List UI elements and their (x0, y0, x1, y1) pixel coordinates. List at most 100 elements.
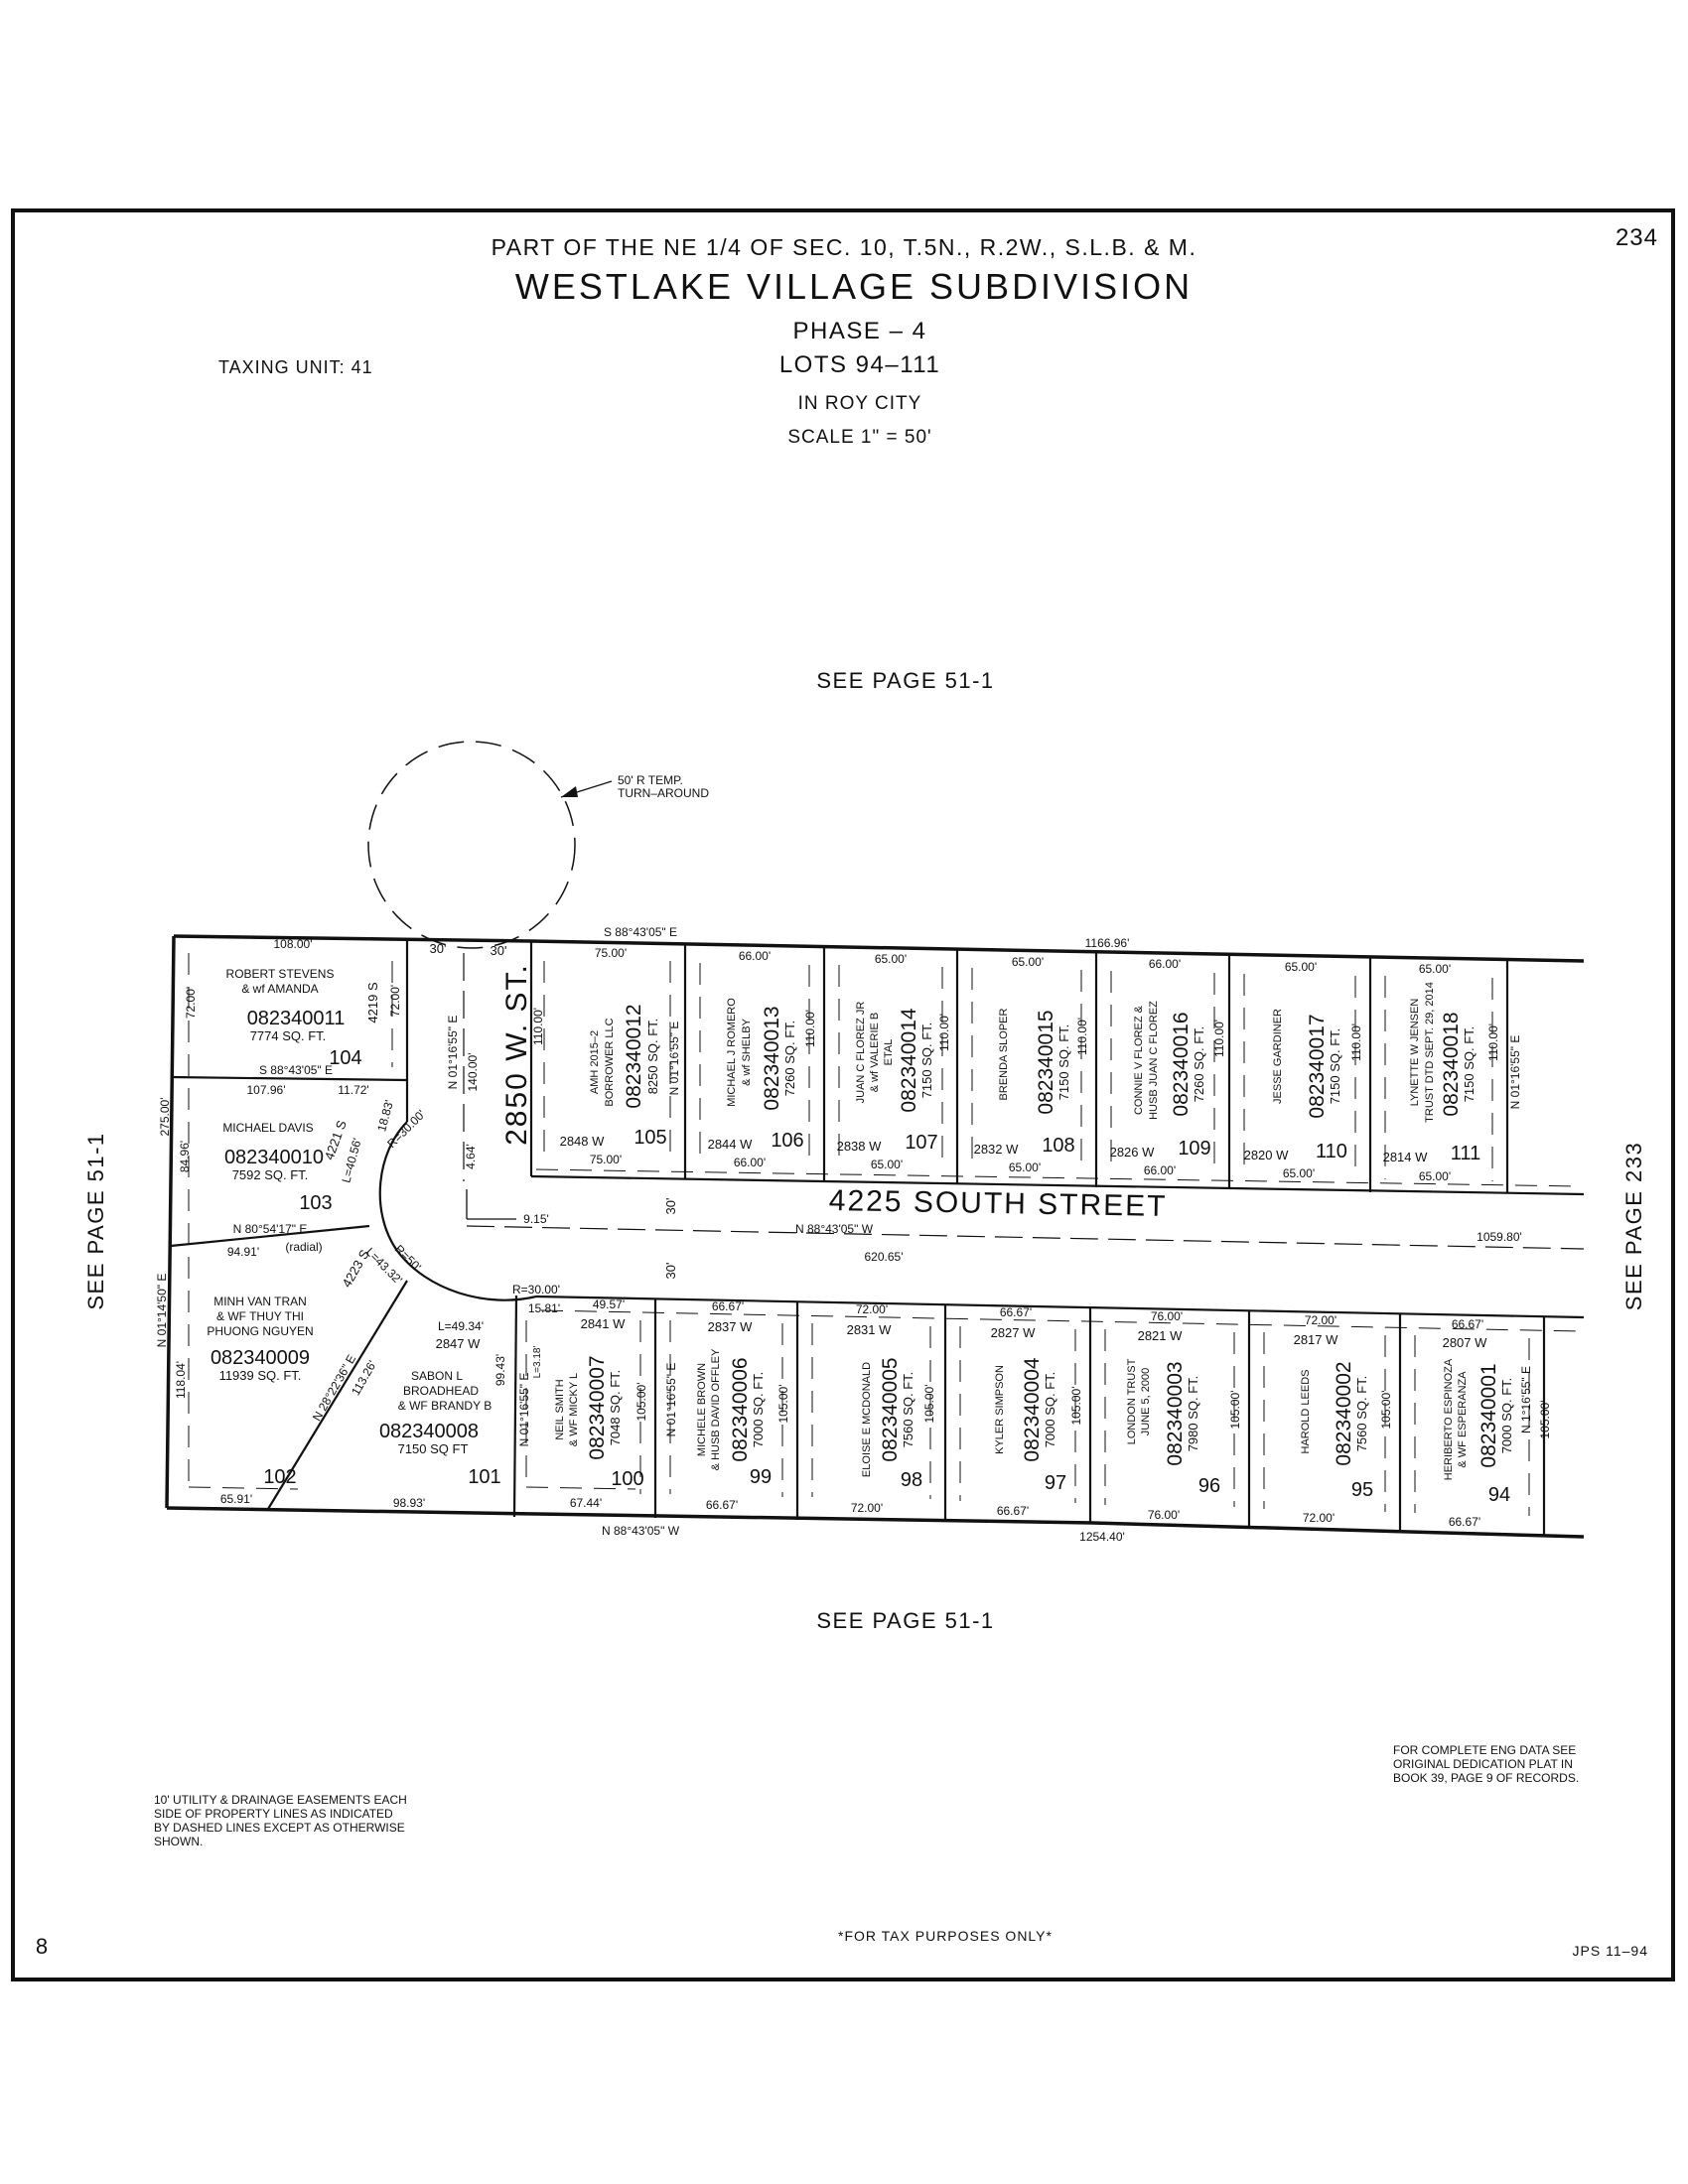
lot-103-owner: MICHAEL DAVIS (222, 1121, 313, 1135)
lot-110-address: 2820 W (1244, 1148, 1290, 1162)
lot-97-depth: 105.00' (1069, 1387, 1083, 1426)
north-total-dim: 1166.96' (1085, 936, 1130, 950)
lot-105-bearing: N 01°16'55" E (667, 1022, 681, 1096)
lot-96-address: 2821 W (1138, 1328, 1184, 1343)
lot-96[interactable]: LONDON TRUST JUNE 5, 2000 082340003 7980… (1126, 1309, 1242, 1522)
lot-111-parcel: 082340018 (1440, 1012, 1463, 1116)
subdivision-title: WESTLAKE VILLAGE SUBDIVISION (515, 266, 1193, 307)
lot-95-number: 95 (1351, 1479, 1373, 1501)
lot-110-depth: 110.00' (1349, 1024, 1363, 1061)
lot-101-parcel: 082340008 (379, 1421, 479, 1442)
lot-106-number: 106 (771, 1130, 803, 1152)
easement-lines (188, 953, 1580, 1516)
lot-110-parcel: 082340017 (1306, 1014, 1329, 1118)
lot-109-number: 109 (1178, 1138, 1210, 1160)
lot-94-address: 2807 W (1443, 1335, 1488, 1350)
tax-purposes-note: *FOR TAX PURPOSES ONLY* (838, 1928, 1053, 1944)
lot-105-area: 8250 SQ. FT. (645, 1019, 660, 1095)
lot-98[interactable]: ELOISE E MCDONALD 082340005 7560 SQ. FT.… (847, 1302, 936, 1515)
lot-103[interactable]: MICHAEL DAVIS 082340010 7592 SQ. FT. 103… (178, 1118, 350, 1214)
lot-105[interactable]: AMH 2015–2 BORROWER LLC 082340012 8250 S… (531, 946, 681, 1166)
west-boundary (165, 935, 176, 1509)
lot-106-area: 7260 SQ. FT. (782, 1021, 797, 1097)
lot-110[interactable]: JESSE GARDINER 082340017 7150 SQ. FT. 11… (1244, 960, 1363, 1180)
lot-108-owner-1: BRENDA SLOPER (998, 1008, 1010, 1100)
lot-100-front: 49.57' (593, 1297, 625, 1311)
lot-108-parcel: 082340015 (1035, 1010, 1057, 1114)
see-page-left: SEE PAGE 51-1 (83, 1132, 108, 1309)
lot-106-parcel: 082340013 (761, 1006, 783, 1110)
lot-97[interactable]: KYLER SIMPSON 082340004 7000 SQ. FT. 105… (991, 1305, 1083, 1518)
lot-104-bearing: S 88°43'05" E (259, 1063, 333, 1077)
lot-109-owner-2: HUSB JUAN C FLOREZ (1148, 1001, 1160, 1120)
lot-109-back: 66.00' (1144, 1163, 1176, 1177)
lot-102-owner-3: PHUONG NGUYEN (207, 1324, 313, 1338)
lot-96-owner-2: JUNE 5, 2000 (1140, 1368, 1152, 1435)
lot-94-owner-2: & WF ESPERANZA (1457, 1371, 1469, 1468)
lot-94-bearing: N 1°16'55" E (1519, 1366, 1533, 1433)
west-overall-dim: 275.00' (158, 1098, 172, 1137)
lot-95-depth: 105.00' (1379, 1391, 1393, 1430)
chord-1883: 18.83' (374, 1099, 396, 1134)
lot-102-number: 102 (263, 1466, 296, 1488)
lot-108[interactable]: BRENDA SLOPER 082340015 7150 SQ. FT. 110… (974, 955, 1089, 1174)
lot-96-front: 76.00' (1151, 1309, 1183, 1323)
lot-94-owner-1: HERIBERTO ESPINOZA (1443, 1358, 1455, 1480)
lot-99-parcel: 082340006 (729, 1357, 752, 1461)
lot-99[interactable]: MICHELE BROWN & HUSB DAVID OFFLEY 082340… (696, 1299, 790, 1512)
lot-109-parcel: 082340016 (1170, 1012, 1193, 1116)
lot-98-depth: 105.00' (922, 1385, 936, 1424)
lot-109-area: 7260 SQ. FT. (1192, 1026, 1206, 1103)
lot-104-bottom: 107.96' (247, 1083, 286, 1097)
map-frame (11, 208, 1675, 1981)
lot-99-owner-2: & HUSB DAVID OFFLEY (710, 1348, 722, 1470)
lot-109-front: 66.00' (1149, 957, 1181, 971)
street-north-line-2 (530, 1174, 1585, 1196)
lot-95[interactable]: HAROLD LEEDS 082340002 7560 SQ. FT. 105.… (1294, 1313, 1393, 1525)
lot-104-area: 7774 SQ. FT. (250, 1028, 327, 1043)
lot-104-owner-1: ROBERT STEVENS (226, 967, 335, 981)
arc-1: L=40.56' (339, 1137, 363, 1184)
lot-109[interactable]: CONNIE V FLOREZ & HUSB JUAN C FLOREZ 082… (1110, 957, 1226, 1177)
lot-111-owner-2: TRUST DTD SEPT. 29, 2014 (1424, 982, 1436, 1123)
lot-104-owner-2: & wf AMANDA (241, 982, 318, 996)
scale-label: SCALE 1" = 50' (787, 427, 931, 448)
lot-111-area: 7150 SQ. FT. (1462, 1026, 1477, 1103)
lot-107-owner-1: JUAN C FLOREZ JR (855, 1002, 867, 1104)
east-bearing-north: N 01°16'55" E (1508, 1035, 1522, 1110)
lot-111-number: 111 (1451, 1143, 1480, 1164)
lot-94[interactable]: HERIBERTO ESPINOZA & WF ESPERANZA 082340… (1443, 1317, 1552, 1529)
half-row-3: 30' (663, 1198, 678, 1215)
lot-105-address: 2848 W (560, 1134, 606, 1149)
lot-98-front: 72.00' (856, 1302, 888, 1316)
lot-110-back: 65.00' (1283, 1166, 1315, 1180)
lot-101[interactable]: SABON L BROADHEAD & WF BRANDY B 08234000… (379, 1336, 501, 1510)
lot-99-owner-1: MICHELE BROWN (696, 1363, 708, 1456)
lot104-south-line (171, 1075, 408, 1082)
lot-111[interactable]: LYNETTE W JENSEN TRUST DTD SEPT. 29, 201… (1383, 962, 1500, 1183)
lot-106-address: 2844 W (708, 1137, 754, 1152)
lot-99-front: 66.67' (712, 1299, 744, 1313)
lot-107[interactable]: JUAN C FLOREZ JR & wf VALERIE B ETAL 082… (837, 952, 951, 1171)
lot-106[interactable]: MICHAEL J ROMERO & wf SHELBY 082340013 7… (708, 949, 817, 1169)
lot-100[interactable]: NEIL SMITH & WF MICKY L 082340007 7048 S… (554, 1297, 648, 1510)
lot-99-back: 66.67' (706, 1498, 738, 1512)
lot-104[interactable]: 108.00' ROBERT STEVENS & wf AMANDA 08234… (184, 937, 402, 1097)
lot-97-parcel: 082340004 (1021, 1357, 1044, 1461)
lot-96-number: 96 (1198, 1475, 1220, 1497)
lots-label: LOTS 94–111 (779, 351, 940, 378)
lot-98-address: 2831 W (847, 1322, 893, 1337)
lot-107-back: 65.00' (871, 1158, 903, 1171)
lot-105-front: 75.00' (595, 946, 627, 960)
part-of-label: PART OF THE NE 1/4 OF SEC. 10, T.5N., R.… (492, 234, 1197, 260)
lot-97-address: 2827 W (991, 1325, 1037, 1340)
street-south-line (535, 1295, 1585, 1319)
south-street-name: 4225 SOUTH STREET (829, 1184, 1168, 1223)
lot-108-front: 65.00' (1012, 955, 1044, 969)
lot-100-back: 67.44' (570, 1496, 602, 1510)
lot-100-owner-2: & WF MICKY L (568, 1373, 580, 1446)
lot-109-owner-1: CONNIE V FLOREZ & (1133, 1005, 1145, 1115)
lot-107-parcel: 082340014 (898, 1008, 920, 1112)
lot-106-owner-2: & wf SHELBY (741, 1018, 753, 1086)
sheet-number: 8 (36, 1934, 48, 1959)
